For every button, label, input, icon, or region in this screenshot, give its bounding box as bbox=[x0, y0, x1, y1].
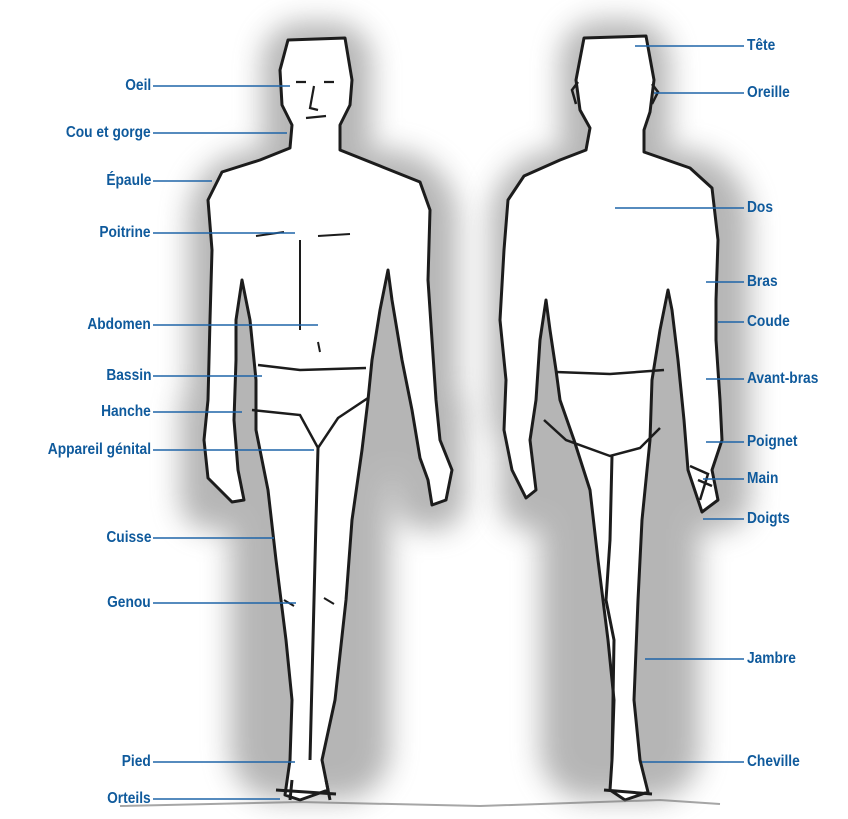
label-pied: Pied bbox=[122, 753, 151, 771]
label-coude: Coude bbox=[747, 313, 790, 331]
label-genou: Genou bbox=[107, 594, 151, 612]
label-hanche: Hanche bbox=[101, 403, 151, 421]
back-figure bbox=[490, 20, 750, 800]
label-cou-et-gorge: Cou et gorge bbox=[66, 124, 151, 142]
label-oeil: Oeil bbox=[125, 77, 151, 95]
front-figure bbox=[180, 22, 465, 800]
label-avant-bras: Avant-bras bbox=[747, 370, 818, 388]
label-dos: Dos bbox=[747, 199, 773, 217]
label-cuisse: Cuisse bbox=[106, 529, 151, 547]
label-poignet: Poignet bbox=[747, 433, 797, 451]
label-jambre: Jambre bbox=[747, 650, 796, 668]
label-tete: Tête bbox=[747, 37, 775, 55]
label-cheville: Cheville bbox=[747, 753, 800, 771]
label-appareil-genital: Appareil génital bbox=[48, 441, 151, 459]
label-orteils: Orteils bbox=[107, 790, 151, 808]
label-poitrine: Poitrine bbox=[100, 224, 151, 242]
label-epaule: Épaule bbox=[106, 172, 151, 190]
ground-shading bbox=[120, 800, 720, 806]
label-bras: Bras bbox=[747, 273, 778, 291]
label-oreille: Oreille bbox=[747, 84, 790, 102]
label-main: Main bbox=[747, 470, 778, 488]
label-abdomen: Abdomen bbox=[88, 316, 151, 334]
label-bassin: Bassin bbox=[106, 367, 151, 385]
label-doigts: Doigts bbox=[747, 510, 790, 528]
